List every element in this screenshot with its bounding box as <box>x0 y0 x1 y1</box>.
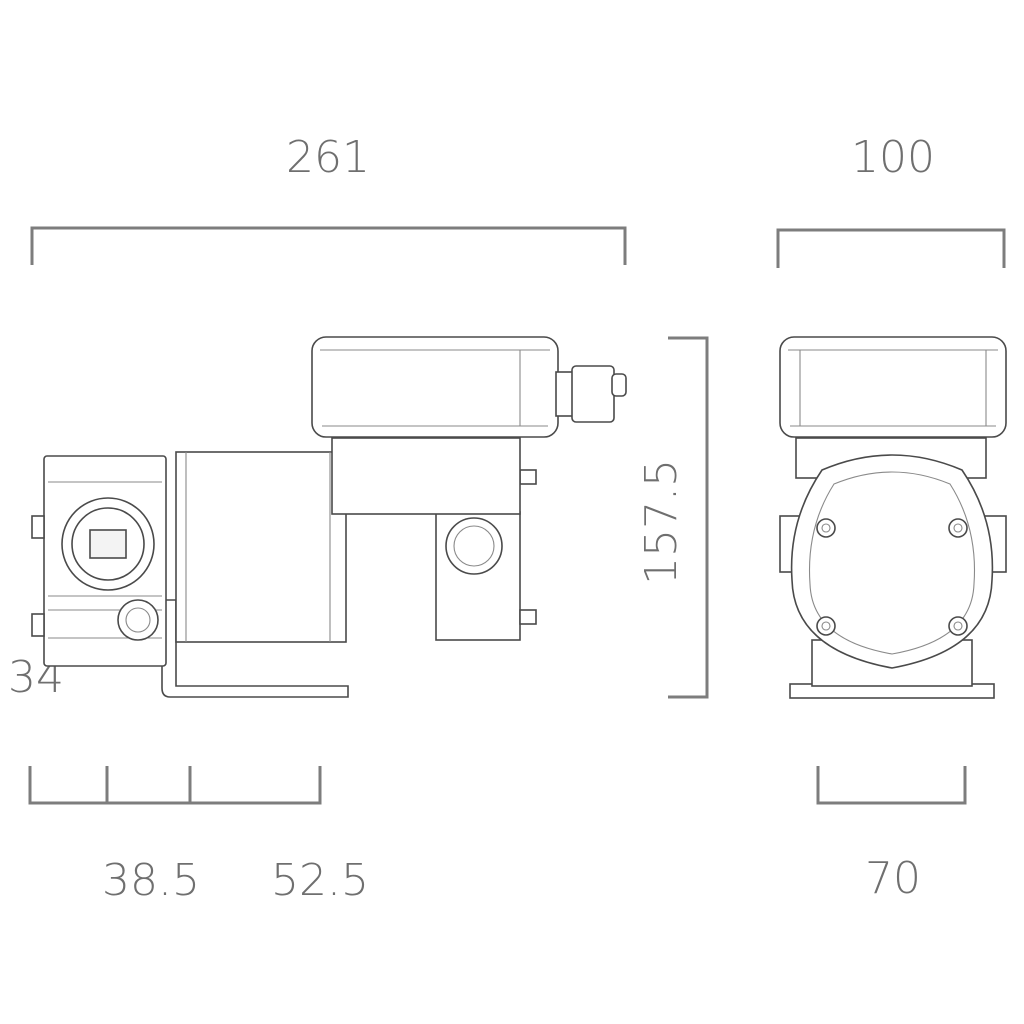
side-view <box>31 336 627 698</box>
side-plug <box>117 599 159 641</box>
shaft-keyway <box>89 529 127 559</box>
label-foot-hole-2: 52.5 <box>271 855 369 906</box>
label-overall-height: 157.5 <box>636 459 687 585</box>
cover-bolts <box>816 518 968 636</box>
front-terminal-box <box>779 336 1007 438</box>
label-base-width: 70 <box>865 853 921 904</box>
label-foot-hole-1: 38.5 <box>102 855 200 906</box>
cap-nut <box>519 609 537 625</box>
mounting-foot <box>161 599 349 698</box>
cable-gland <box>571 365 615 423</box>
terminal-box <box>311 336 559 438</box>
motor-body <box>175 451 347 643</box>
label-overall-length: 261 <box>286 132 370 183</box>
gear-cover <box>790 454 994 669</box>
label-overall-width: 100 <box>851 132 935 183</box>
terminal-box-neck <box>331 437 521 515</box>
front-view <box>779 336 1007 699</box>
cable-gland-tip <box>611 373 627 397</box>
gearbox-bolt <box>31 613 45 637</box>
dim-overall-height: 157.5 <box>636 336 709 699</box>
gearbox-bolt <box>31 515 45 539</box>
dim-overall-width: 100 <box>776 132 1006 268</box>
dim-overall-length: 261 <box>30 132 627 265</box>
cap-nut <box>519 469 537 485</box>
dim-base-width: 70 <box>816 766 967 904</box>
dim-foot-holes: 38.5 52.5 <box>28 766 369 906</box>
